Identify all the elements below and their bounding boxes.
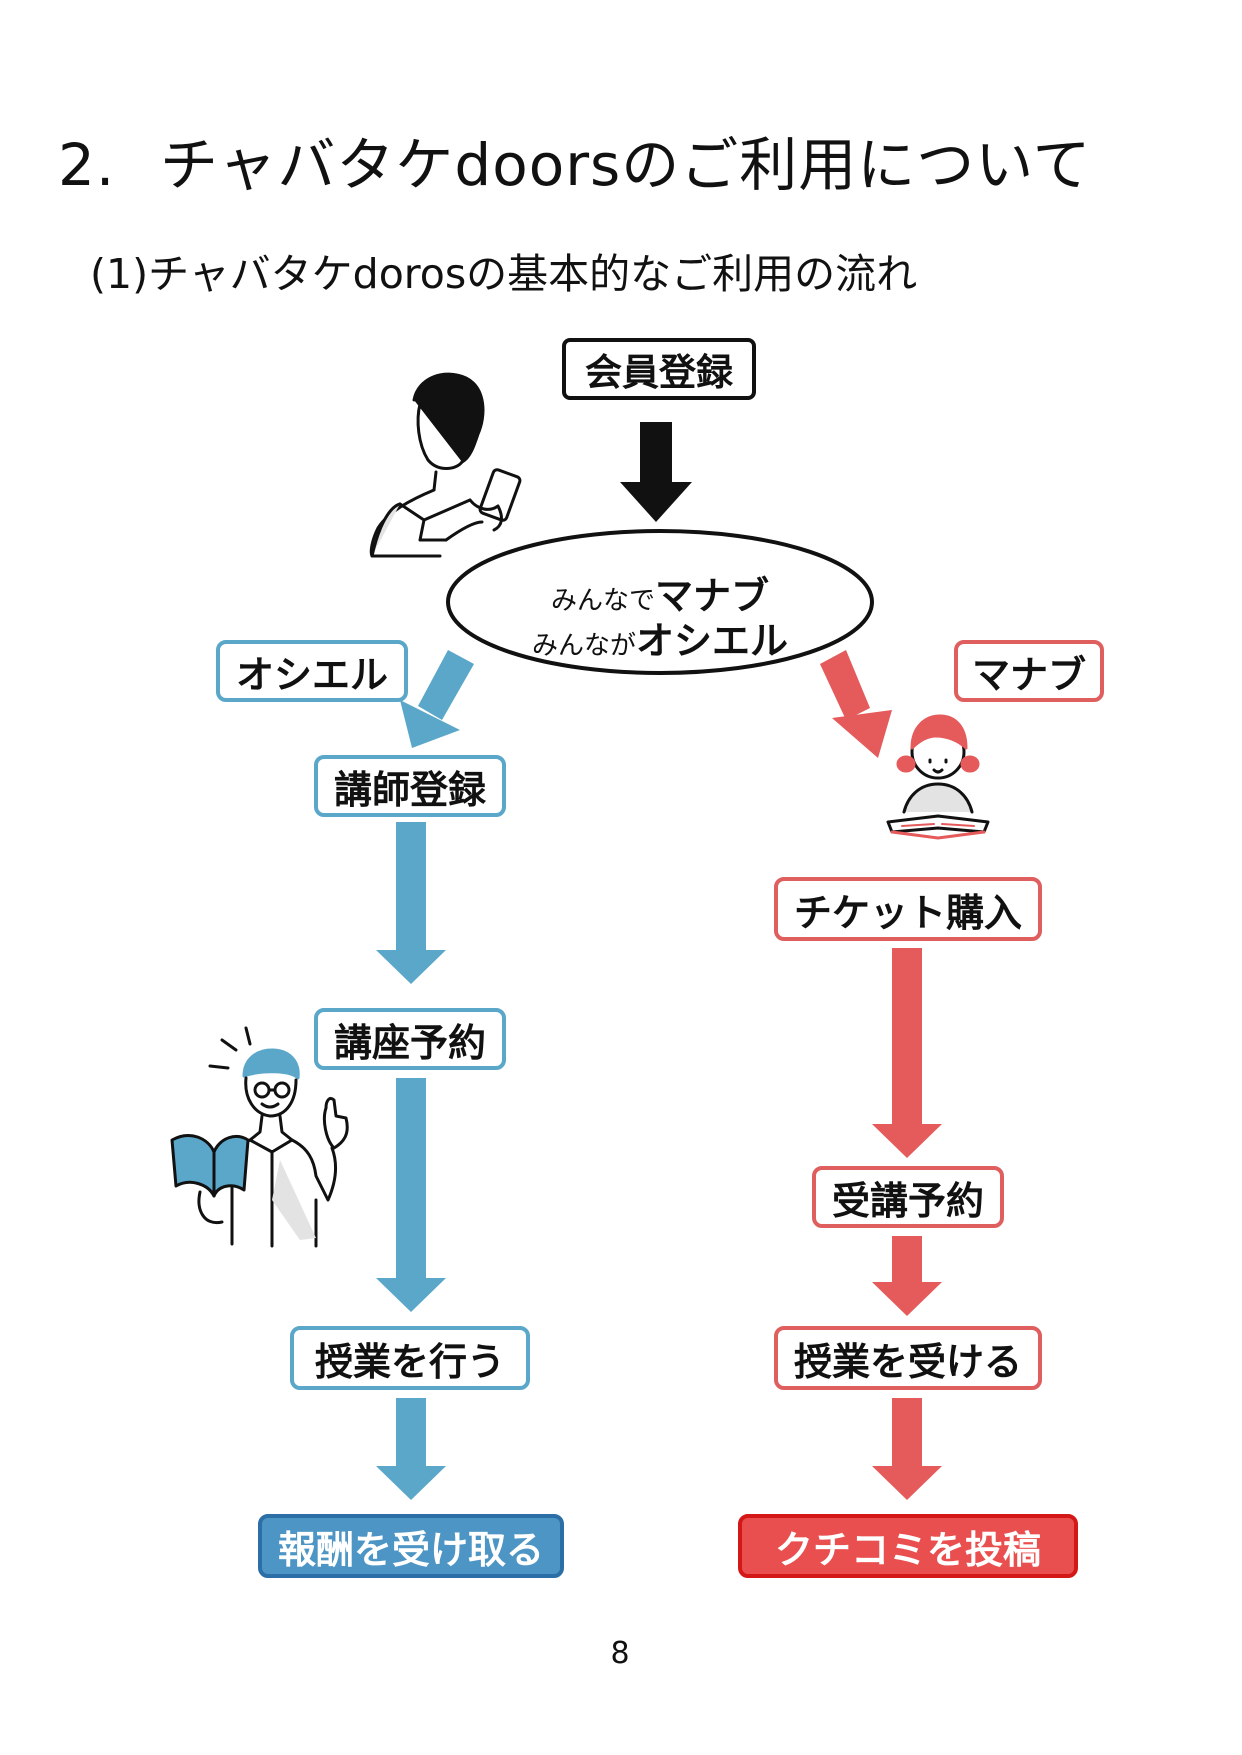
teacher-step-2-label: 講座予約	[333, 1020, 486, 1065]
subsection-heading: (1)チャバタケdorosの基本的なご利用の流れ	[90, 250, 918, 298]
teacher-step-teach-class: 授業を行う	[290, 1326, 530, 1390]
teacher-step-course-reservation: 講座予約	[314, 1008, 506, 1070]
member-registration-label: 会員登録	[585, 351, 733, 394]
teacher-arrow-2	[376, 1078, 446, 1312]
teacher-arrow-3	[376, 1398, 446, 1500]
learner-step-class-reservation: 受講予約	[812, 1166, 1004, 1228]
teacher-final-receive-reward: 報酬を受け取る	[258, 1514, 564, 1578]
learner-step-1-label: チケット購入	[793, 890, 1022, 935]
learner-arrow-1	[872, 948, 942, 1158]
member-registration-box: 会員登録	[562, 338, 756, 400]
center-ellipse	[446, 529, 874, 675]
learner-final-label: クチコミを投稿	[774, 1527, 1041, 1572]
learner-branch-text: マナブ	[971, 652, 1086, 697]
learner-step-3-label: 授業を受ける	[793, 1339, 1022, 1384]
girl-reading-book-illustration	[886, 714, 990, 840]
teacher-step-instructor-registration: 講師登録	[314, 755, 506, 817]
start-arrow	[620, 422, 692, 522]
learner-step-ticket-purchase: チケット購入	[774, 877, 1042, 941]
page-number: 8	[610, 1636, 630, 1671]
learner-arrow-3	[872, 1398, 942, 1500]
section-title: チャバタケdoorsのご利用について	[160, 131, 1092, 199]
learner-arrow-2	[872, 1236, 942, 1316]
teacher-arrow-1	[376, 822, 446, 984]
slogan-line1-big: マナブ	[655, 574, 770, 618]
man-with-book-illustration	[170, 1026, 349, 1248]
learner-step-attend-class: 授業を受ける	[774, 1326, 1042, 1390]
teacher-branch-label: オシエル	[216, 640, 408, 702]
teacher-final-label: 報酬を受け取る	[277, 1527, 544, 1572]
learner-branch-arrow	[820, 650, 892, 758]
slogan-line2-big: オシエル	[636, 619, 789, 663]
learner-final-post-review: クチコミを投稿	[738, 1514, 1078, 1578]
learner-step-2-label: 受講予約	[831, 1178, 984, 1223]
section-number: 2.	[58, 131, 116, 199]
section-heading: 2. チャバタケdoorsのご利用について	[58, 118, 1092, 202]
slogan-line1-small: みんなで	[550, 586, 655, 616]
learner-branch-label: マナブ	[954, 640, 1104, 702]
woman-with-tablet-illustration	[369, 372, 522, 558]
center-slogan-line1: みんなでマナブ	[470, 565, 850, 620]
teacher-branch-arrow	[400, 650, 474, 748]
teacher-step-1-label: 講師登録	[333, 767, 486, 812]
slogan-line2-small: みんなが	[531, 631, 636, 661]
teacher-branch-text: オシエル	[235, 652, 388, 697]
teacher-step-3-label: 授業を行う	[314, 1339, 505, 1384]
center-slogan-line2: みんながオシエル	[460, 610, 860, 665]
